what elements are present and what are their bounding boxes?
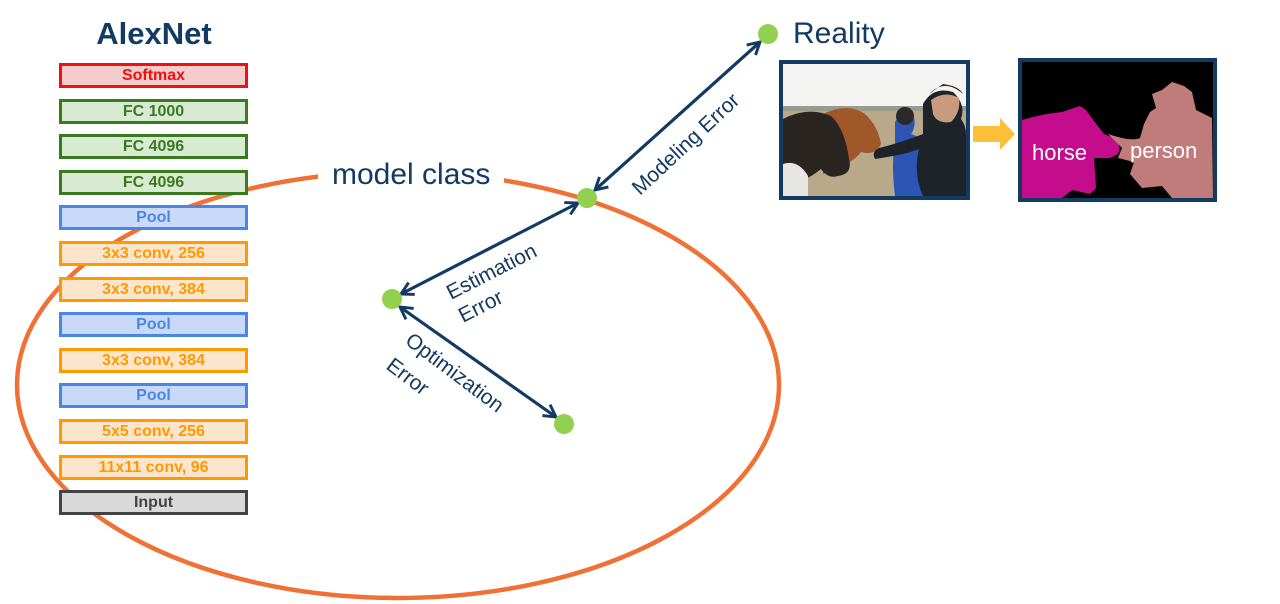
layer-conv: 11x11 conv, 96	[59, 455, 248, 480]
layer-softmax: Softmax	[59, 63, 248, 88]
horse-label: horse	[1032, 140, 1088, 165]
estimated-model-point	[382, 289, 402, 309]
reality-point	[758, 24, 778, 44]
person-label: person	[1130, 138, 1198, 163]
segmentation-map: horse person	[1018, 58, 1217, 202]
reality-photo	[779, 60, 970, 200]
layer-pool: Pool	[59, 312, 248, 337]
best-in-class-point	[577, 188, 597, 208]
layer-pool: Pool	[59, 383, 248, 408]
optimized-model-point	[554, 414, 574, 434]
segmentation-image	[1022, 62, 1213, 198]
reality-label: Reality	[793, 17, 885, 50]
layer-conv: 3x3 conv, 384	[59, 277, 248, 302]
modeling-error-arrow	[595, 42, 760, 190]
layer-conv: 3x3 conv, 256	[59, 241, 248, 266]
layer-fc: FC 4096	[59, 134, 248, 159]
network-title: AlexNet	[96, 16, 212, 51]
layer-fc: FC 4096	[59, 170, 248, 195]
optimization-error-arrow	[400, 307, 556, 417]
layer-conv: 3x3 conv, 384	[59, 348, 248, 373]
segmentation-transfer-arrow	[973, 118, 1015, 150]
layer-fc: FC 1000	[59, 99, 248, 124]
layer-pool: Pool	[59, 205, 248, 230]
layer-conv: 5x5 conv, 256	[59, 419, 248, 444]
estimation-error-arrow	[401, 203, 578, 294]
photo-image	[783, 64, 966, 196]
layer-input: Input	[59, 490, 248, 515]
model-class-label: model class	[318, 157, 505, 193]
